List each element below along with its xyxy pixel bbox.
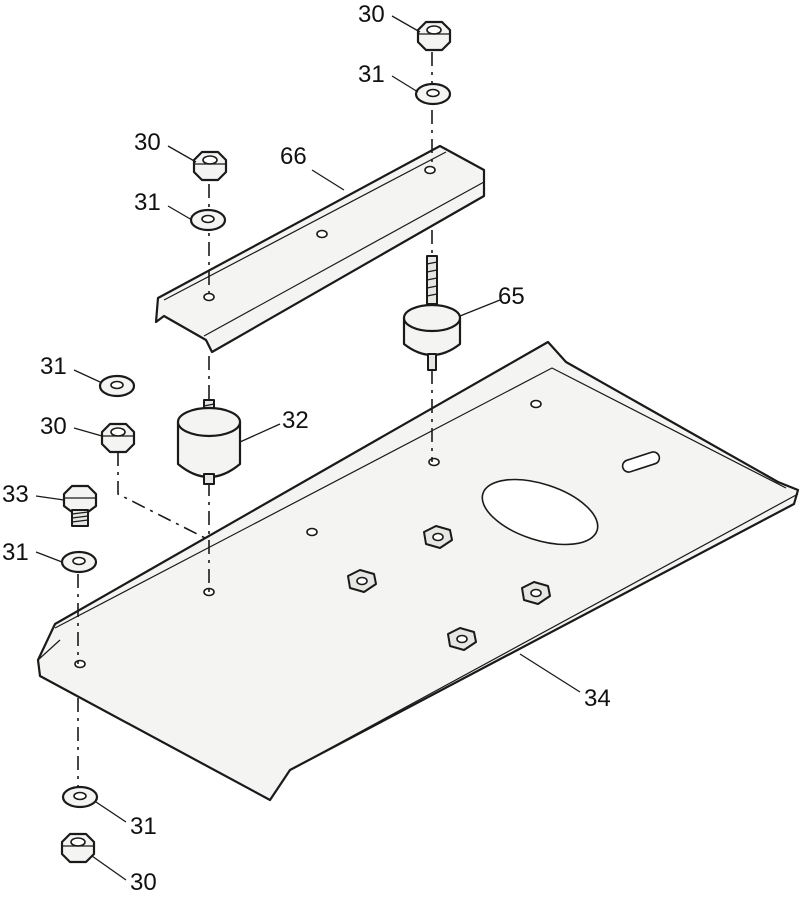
- base-plate: [36, 340, 800, 802]
- callout-washer-bottom: 31: [130, 813, 157, 840]
- bracket-hole: [424, 165, 436, 175]
- weld-nut: [447, 627, 477, 651]
- callout-nut-top-right: 30: [358, 1, 385, 28]
- flat-washer-icon: [414, 82, 452, 106]
- callout-bolt: 33: [2, 481, 29, 508]
- small-slot: [621, 451, 661, 473]
- plate-hole: [306, 527, 318, 537]
- leader-lines: [35, 15, 581, 881]
- callout-washer-top-left: 31: [134, 189, 161, 216]
- hex-nut-icon: [60, 832, 96, 864]
- callout-bracket: 66: [280, 143, 307, 170]
- plate-hole: [530, 399, 542, 409]
- weld-nut: [347, 569, 377, 593]
- bracket-hole: [203, 292, 215, 302]
- hex-bolt-icon: [62, 484, 98, 527]
- rubber-mount-32: [176, 399, 242, 485]
- callout-washer-top-right: 31: [358, 61, 385, 88]
- callout-mount-right: 65: [498, 283, 525, 310]
- callout-mount-left: 32: [282, 407, 309, 434]
- weld-nut: [521, 581, 551, 605]
- callout-nut-left: 30: [40, 413, 67, 440]
- flat-washer-icon: [98, 374, 136, 398]
- assembly-axis-lines: [77, 52, 433, 790]
- flat-washer-icon: [61, 785, 99, 809]
- plate-slot: [481, 478, 599, 546]
- plate-hole: [74, 659, 86, 669]
- callout-labels: 30 31 30 31 66 65 31 30 32 33 31 34 31 3…: [2, 1, 611, 896]
- callout-nut-bottom: 30: [130, 869, 157, 896]
- callout-washer-bolt: 31: [2, 539, 29, 566]
- bracket-hole: [316, 229, 328, 239]
- weld-nut: [423, 525, 453, 549]
- rubber-mount-65: [402, 255, 462, 371]
- flat-washer-icon: [60, 550, 98, 574]
- flat-washer-icon: [189, 208, 227, 232]
- plate-hole: [428, 457, 440, 467]
- hex-nut-icon: [100, 422, 136, 454]
- bracket: [154, 144, 486, 354]
- callout-nut-top-left: 30: [134, 129, 161, 156]
- hex-nut-icon: [416, 20, 452, 52]
- callout-base-plate: 34: [584, 685, 611, 712]
- hex-nut-icon: [192, 150, 228, 182]
- callout-washer-left: 31: [40, 353, 67, 380]
